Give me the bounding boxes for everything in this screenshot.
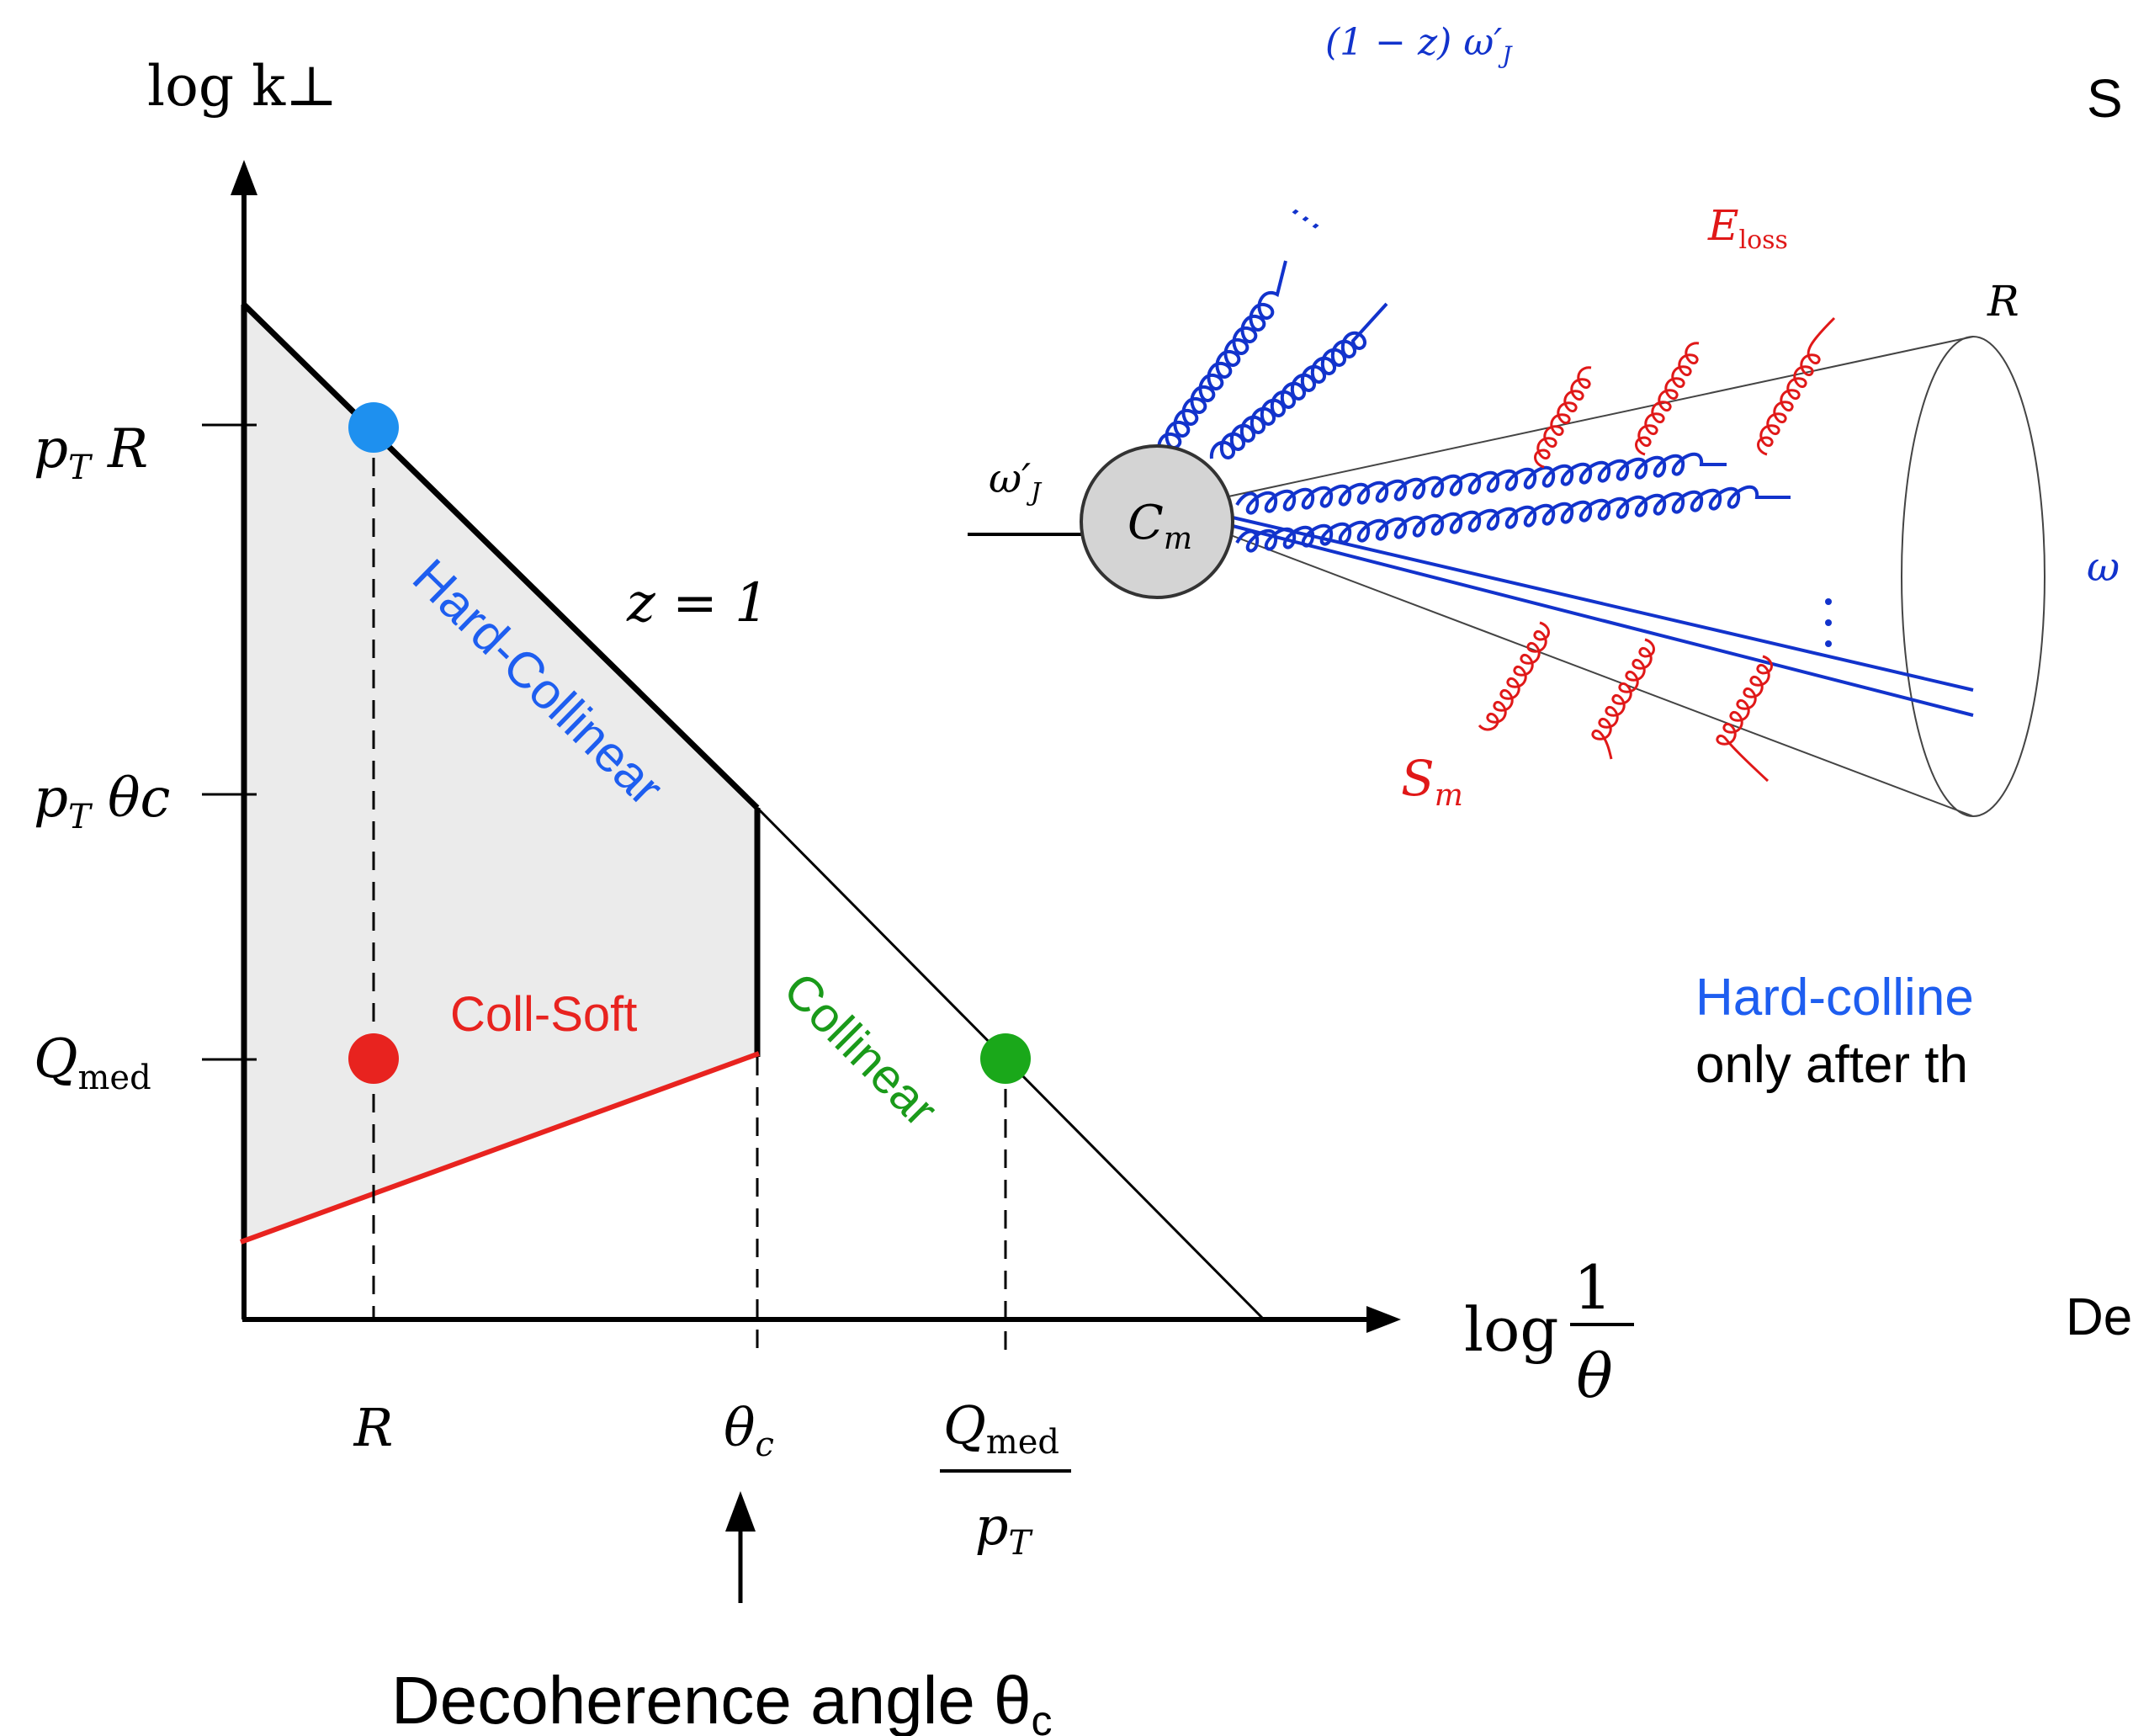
jet-quark-line-2 (1232, 524, 1974, 717)
y-tick-label-qmed: Qmed (34, 1028, 151, 1097)
soft-gluon-lower-1 (1478, 621, 1550, 731)
x-tick-label-qmed-denominator: pT (975, 1495, 1034, 1563)
coll-soft-dot (348, 1033, 399, 1084)
y-tick-label-pttheta: pT θc (34, 767, 170, 836)
jet-gluon-upper (1235, 452, 1727, 515)
soft-gluon-upper-3 (1757, 316, 1836, 456)
cone-r-label: R (1987, 277, 2019, 326)
jet-quark-line-1 (1232, 516, 1974, 692)
y-tick-label-ptr: pT R (34, 418, 148, 487)
collinear-dot (980, 1033, 1031, 1084)
jet-gluon-middle (1235, 485, 1791, 553)
collinear-label: Collinear (773, 962, 948, 1137)
x-axis-fraction-denominator: θ (1576, 1340, 1612, 1411)
allowed-phase-space-region (244, 305, 757, 1240)
eloss-label: Eloss (1707, 201, 1788, 255)
cone-end-cap (1901, 336, 2045, 817)
right-text-blue-fragment: Hard-colline (1695, 969, 1974, 1027)
x-tick-label-qmed-numerator: Qmed (943, 1394, 1059, 1462)
emitted-gluon-right (1209, 302, 1388, 459)
soft-gluon-lower-2 (1591, 638, 1655, 760)
decoherence-arrow-head (725, 1491, 756, 1532)
decoherence-caption: Decoherence angle θc (391, 1663, 1053, 1736)
x-axis-fraction-numerator: 1 (1573, 1252, 1612, 1323)
right-text-top-fragment: S (2087, 68, 2123, 129)
soft-gluon-upper-2 (1635, 342, 1700, 456)
emitted-gluon-left (1157, 260, 1287, 455)
right-text-de-fragment: De (2066, 1288, 2133, 1346)
jet-diagram: Cm (1 − z) ω′J ⋯ Eloss R ω′J Sm ω (968, 21, 2120, 817)
y-axis-arrowhead (231, 160, 257, 195)
x-tick-label-r: R (353, 1397, 394, 1458)
outgoing-omega-label: ω (2087, 544, 2120, 591)
x-tick-label-thetac: θc (724, 1397, 774, 1464)
cone-upper-edge (1228, 336, 1974, 497)
x-axis-arrowhead (1366, 1306, 1401, 1333)
upper-dots: ⋯ (1276, 188, 1331, 245)
hard-collinear-dot (348, 402, 399, 453)
cone-lower-edge (1228, 534, 1974, 817)
coll-soft-label: Coll-Soft (450, 987, 637, 1042)
jet-dot-2 (1825, 619, 1832, 626)
right-text-black-fragment: only after th (1695, 1036, 1968, 1094)
top-gluon-label: (1 − z) ω′J (1325, 21, 1513, 69)
z-equals-one-line (241, 302, 760, 810)
cm-label: Cm (1128, 496, 1192, 556)
y-axis-label: log k⊥ (147, 54, 337, 119)
soft-gluon-upper-1 (1534, 366, 1592, 469)
x-axis-label-prefix: log (1464, 1294, 1558, 1365)
soft-gluon-lower-3 (1716, 655, 1773, 783)
medium-scale-line (239, 1051, 761, 1245)
z-equals-one-label: z = 1 (626, 572, 769, 634)
cm-vertex-blob (1080, 444, 1234, 599)
incoming-omega-label: ω′J (989, 455, 1043, 507)
jet-dot-1 (1825, 598, 1832, 605)
sm-label: Sm (1401, 750, 1463, 813)
jet-dot-3 (1825, 640, 1832, 647)
